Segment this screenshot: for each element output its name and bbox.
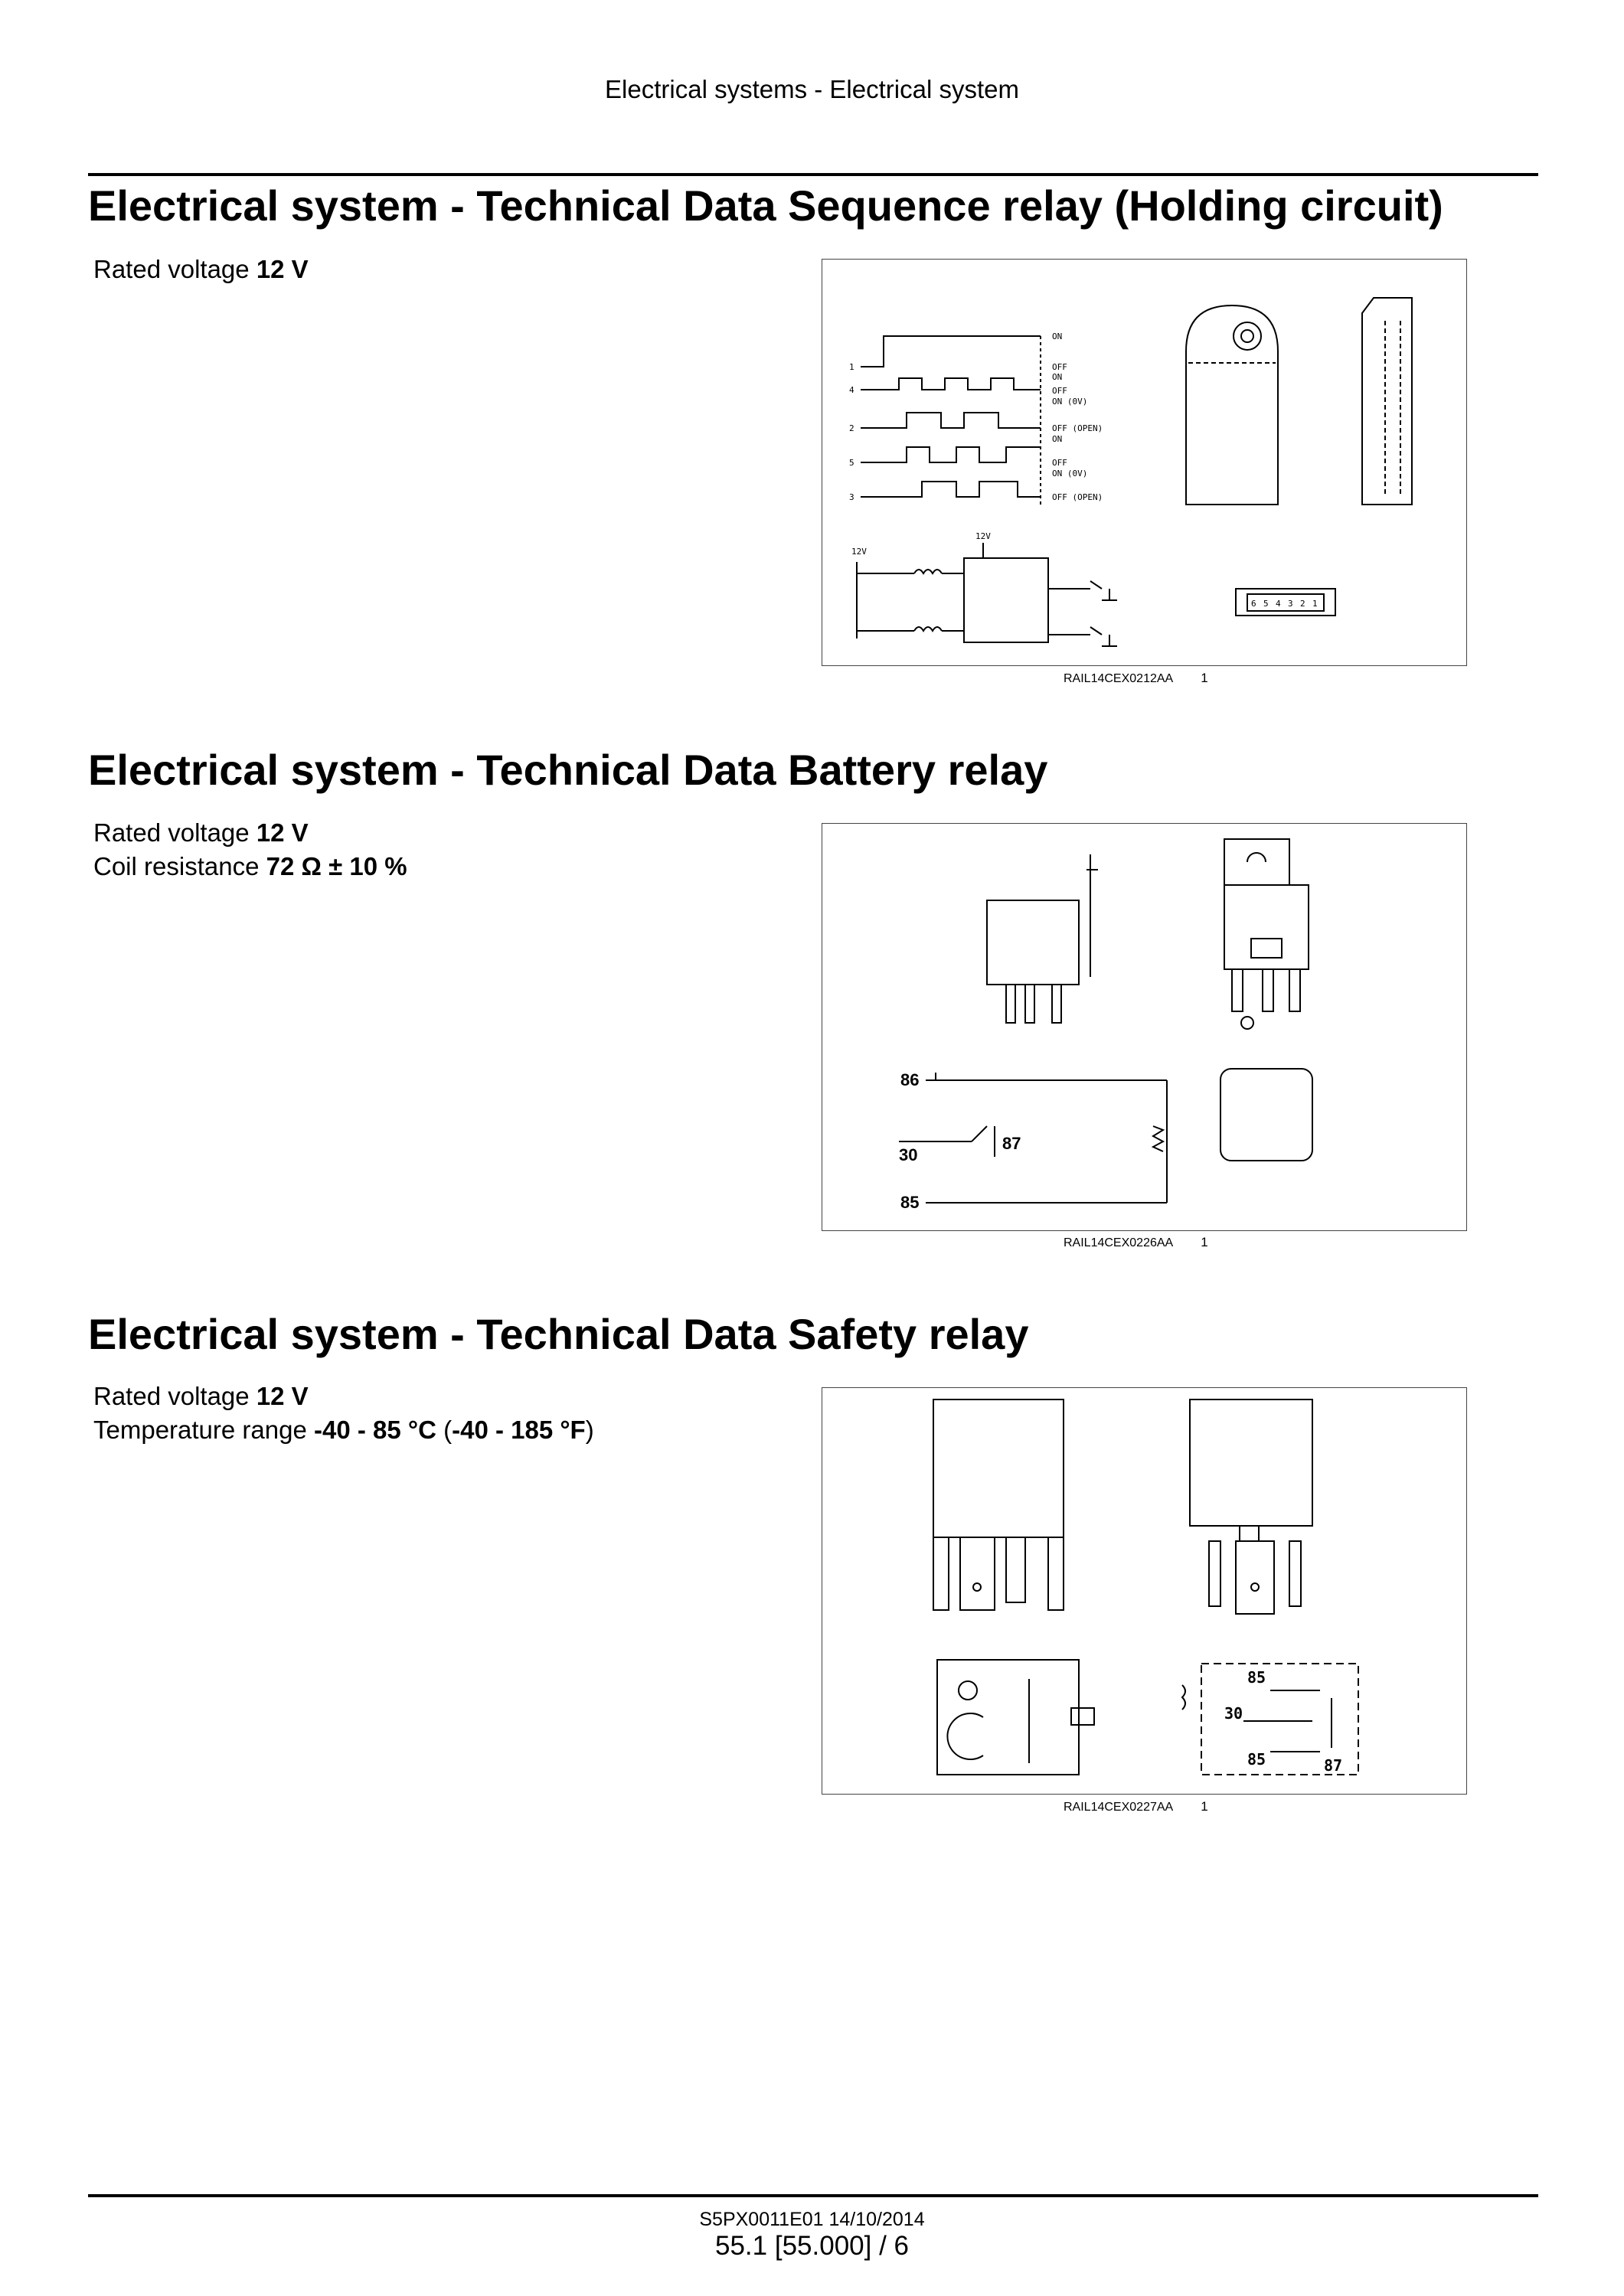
terminal-label: 30 xyxy=(899,1145,917,1164)
spec-rated-voltage-battery: Rated voltage 12 V xyxy=(93,816,407,850)
relay-body-left xyxy=(933,1399,1064,1538)
spec-label: Temperature range xyxy=(93,1416,314,1444)
terminal-label: 87 xyxy=(1324,1756,1342,1775)
spec-label: Rated voltage xyxy=(93,1382,257,1410)
connector-pin-label: 5 xyxy=(1263,599,1269,609)
figure-caption-safety: RAIL14CEX0227AA 1 xyxy=(1064,1799,1208,1814)
section-title-battery-relay: Electrical system - Technical Data Batte… xyxy=(88,746,1048,794)
timing-wave-3 xyxy=(861,481,1041,498)
timing-label: ON (0V) xyxy=(1052,397,1087,407)
spec-block-safety: Rated voltage 12 V Temperature range -40… xyxy=(93,1380,594,1447)
caption-code: RAIL14CEX0212AA xyxy=(1064,672,1174,685)
connector-pin-label: 2 xyxy=(1300,599,1305,609)
pin-label: 3 xyxy=(849,492,854,502)
terminal-label: 85 xyxy=(900,1193,919,1212)
relay-body-side xyxy=(986,900,1080,985)
timing-label: OFF xyxy=(1052,386,1067,396)
caption-number: 1 xyxy=(1201,1799,1208,1814)
timing-label: ON xyxy=(1052,434,1062,444)
connector-6pin xyxy=(1235,588,1336,616)
figure-caption-sequence: RAIL14CEX0212AA 1 xyxy=(1064,671,1208,686)
coil-upper xyxy=(913,569,943,575)
figure-caption-battery: RAIL14CEX0226AA 1 xyxy=(1064,1235,1208,1250)
spec-label: Rated voltage xyxy=(93,818,257,847)
spec-value: 72 Ω ± 10 % xyxy=(266,852,407,880)
caption-number: 1 xyxy=(1201,1235,1208,1249)
voltage-label: 12V xyxy=(975,531,991,541)
timing-label: OFF xyxy=(1052,458,1067,468)
spec-value: 12 V xyxy=(256,818,309,847)
spec-value: 12 V xyxy=(256,1382,309,1410)
caption-code: RAIL14CEX0226AA xyxy=(1064,1236,1174,1249)
spec-label: Rated voltage xyxy=(93,255,257,283)
spec-value-fahrenheit: -40 - 185 °F xyxy=(452,1416,586,1444)
battery-relay-drawing: 86 30 87 85 xyxy=(899,838,1313,1212)
running-header: Electrical systems - Electrical system xyxy=(605,75,1019,103)
sequence-relay-box xyxy=(963,557,1049,643)
connector-pin-label: 4 xyxy=(1276,599,1281,609)
connector-pin-label: 6 xyxy=(1251,599,1256,609)
timing-wave-2 xyxy=(861,412,1041,429)
spec-value: -40 - 85 °C xyxy=(314,1416,436,1444)
paren-open: ( xyxy=(436,1416,453,1444)
figure-sequence-relay: ON OFF ON OFF ON (0V) OFF (OPEN) ON OFF … xyxy=(822,259,1467,666)
footer-page-number: 55.1 [55.000] / 6 xyxy=(715,2231,909,2261)
terminal-label: 30 xyxy=(1224,1704,1243,1723)
terminal-label: 86 xyxy=(900,1070,919,1089)
voltage-label: 12V xyxy=(851,547,867,557)
pin-label: 4 xyxy=(849,385,854,395)
timing-label: ON xyxy=(1052,331,1062,341)
paren-close: ) xyxy=(585,1416,594,1444)
pin-label: 5 xyxy=(849,458,854,468)
coil-lower xyxy=(913,626,943,632)
relay-pcb-view xyxy=(936,1659,1080,1775)
header-rule xyxy=(88,173,1538,176)
caption-number: 1 xyxy=(1201,671,1208,685)
spec-coil-resistance: Coil resistance 72 Ω ± 10 % xyxy=(93,850,407,883)
connector-pin-label: 1 xyxy=(1312,599,1318,609)
timing-wave-1 xyxy=(861,335,1041,367)
timing-wave-4 xyxy=(861,377,1041,390)
footer-rule xyxy=(88,2194,1538,2197)
relay-body-front xyxy=(1224,884,1309,970)
relay-housing-front xyxy=(1185,304,1279,505)
section-title-sequence-relay: Electrical system - Technical Data Seque… xyxy=(88,181,1443,230)
spec-value: 12 V xyxy=(256,255,309,283)
sequence-relay-drawing: ON OFF ON OFF ON (0V) OFF (OPEN) ON OFF … xyxy=(849,297,1413,647)
spec-temperature-range: Temperature range -40 - 85 °C (-40 - 185… xyxy=(93,1413,594,1447)
timing-wave-5 xyxy=(861,446,1041,463)
relay-schematic-box xyxy=(1201,1663,1359,1775)
safety-relay-drawing: 85 30 87 85 xyxy=(933,1399,1359,1775)
footer-doc-code: S5PX0011E01 14/10/2014 xyxy=(699,2209,925,2230)
timing-label: OFF (OPEN) xyxy=(1052,492,1103,502)
section-title-safety-relay: Electrical system - Technical Data Safet… xyxy=(88,1310,1029,1358)
pin-label: 2 xyxy=(849,423,854,433)
timing-label: ON (0V) xyxy=(1052,469,1087,478)
spec-block-battery: Rated voltage 12 V Coil resistance 72 Ω … xyxy=(93,816,407,883)
caption-code: RAIL14CEX0227AA xyxy=(1064,1801,1174,1814)
terminal-label: 85 xyxy=(1247,1668,1266,1687)
connector-pin-label: 3 xyxy=(1288,599,1293,609)
terminal-label: 85 xyxy=(1247,1750,1266,1769)
figure-battery-relay: 86 30 87 85 xyxy=(822,823,1467,1231)
pin-label: 1 xyxy=(849,362,854,372)
timing-label: OFF xyxy=(1052,362,1067,372)
spec-label: Coil resistance xyxy=(93,852,266,880)
relay-housing-side xyxy=(1361,297,1413,505)
terminal-label: 87 xyxy=(1002,1134,1021,1153)
timing-label: ON xyxy=(1052,372,1062,382)
timing-label: OFF (OPEN) xyxy=(1052,423,1103,433)
spec-rated-voltage-safety: Rated voltage 12 V xyxy=(93,1380,594,1413)
figure-safety-relay: 85 30 87 85 xyxy=(822,1387,1467,1795)
spec-rated-voltage-sequence: Rated voltage 12 V xyxy=(93,253,309,286)
relay-pinout xyxy=(1220,1068,1313,1161)
relay-body-right xyxy=(1189,1399,1313,1527)
